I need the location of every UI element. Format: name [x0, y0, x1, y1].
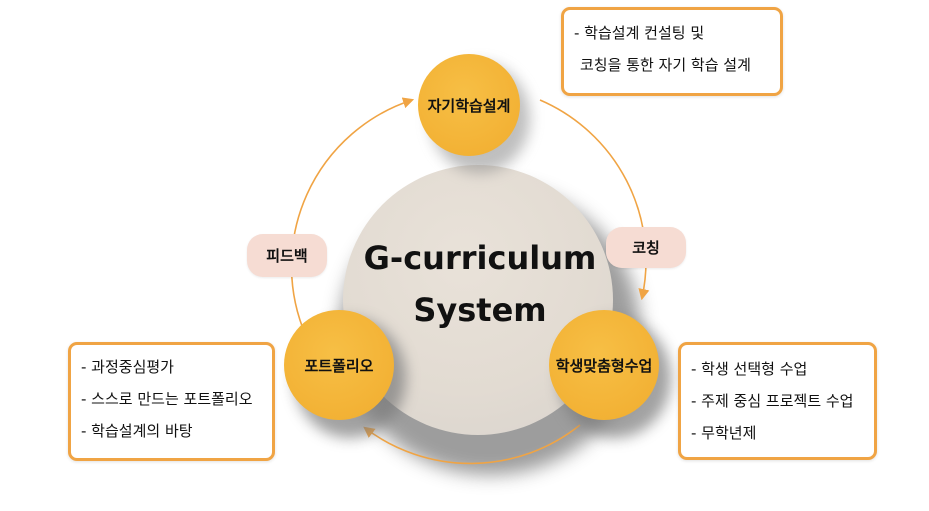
node-portfolio: 포트폴리오 [304, 357, 374, 375]
note-line: - 학습설계의 바탕 [81, 422, 193, 440]
note-line: - 무학년제 [691, 424, 757, 442]
note-line: - 스스로 만드는 포트폴리오 [81, 390, 253, 408]
note-self-learning-design: - 학습설계 컨설팅 및 코칭을 통한 자기 학습 설계 [561, 7, 783, 96]
center-title: G-curriculum System [360, 232, 600, 336]
left-node-circle [284, 310, 394, 420]
coaching-label: 코칭 [632, 239, 660, 257]
node-self-learning-design: 자기학습설계 [427, 97, 511, 115]
center-circle [343, 165, 613, 435]
arrow-right-to-left [363, 424, 581, 465]
feedback-pill: 피드백 [247, 234, 327, 277]
node-customized-class: 학생맞춤형수업 [555, 357, 653, 375]
note-line: 코칭을 통한 자기 학습 설계 [580, 56, 751, 74]
feedback-label: 피드백 [266, 247, 308, 265]
right-node-circle [549, 310, 659, 420]
coaching-pill: 코칭 [606, 227, 686, 268]
note-line: - 학습설계 컨설팅 및 [574, 24, 705, 42]
center-title-line2: System [413, 291, 547, 329]
note-line: - 학생 선택형 수업 [691, 360, 808, 378]
note-line: - 주제 중심 프로젝트 수업 [691, 392, 854, 410]
note-line: - 과정중심평가 [81, 358, 174, 376]
note-customized-class: - 학생 선택형 수업 - 주제 중심 프로젝트 수업 - 무학년제 [678, 342, 877, 460]
note-portfolio: - 과정중심평가 - 스스로 만드는 포트폴리오 - 학습설계의 바탕 [68, 342, 275, 461]
top-node-circle [418, 54, 520, 156]
arrow-feedback-to-top [290, 97, 415, 337]
center-title-line1: G-curriculum [363, 239, 597, 277]
